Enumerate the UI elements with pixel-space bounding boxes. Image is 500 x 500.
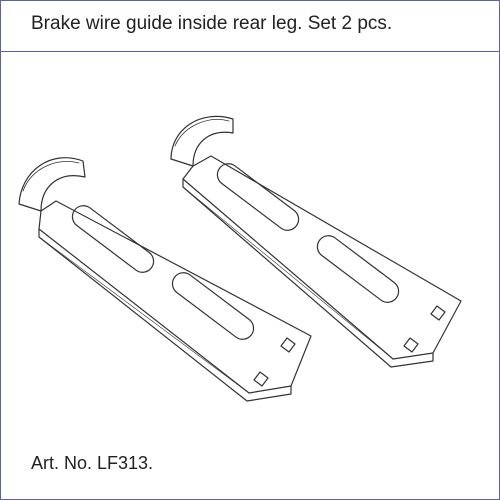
brake-wire-guide-2 xyxy=(170,115,462,368)
line-drawing xyxy=(18,115,462,402)
guide-2-hook xyxy=(170,115,234,167)
product-title: Brake wire guide inside rear leg. Set 2 … xyxy=(31,13,393,34)
guide-2-edge xyxy=(182,178,434,368)
article-number: Art. No. LF313. xyxy=(31,453,154,473)
guide-2-hole-2 xyxy=(403,337,419,353)
guide-1-plate xyxy=(38,200,312,394)
guide-1-slot-upper xyxy=(71,205,155,273)
guide-1-hook xyxy=(18,157,86,212)
guide-2-hole-1 xyxy=(430,305,446,321)
guide-2-slot-upper xyxy=(216,163,300,231)
guide-1-hole-2 xyxy=(253,371,269,387)
guide-1-slot-lower xyxy=(171,272,255,340)
guide-2-slot-lower xyxy=(316,235,400,303)
brake-wire-guide-1 xyxy=(18,157,312,402)
guide-1-hole-1 xyxy=(280,337,296,353)
product-illustration xyxy=(1,53,499,433)
guide-1-edge xyxy=(38,228,292,402)
title-bar: Brake wire guide inside rear leg. Set 2 … xyxy=(1,1,499,52)
